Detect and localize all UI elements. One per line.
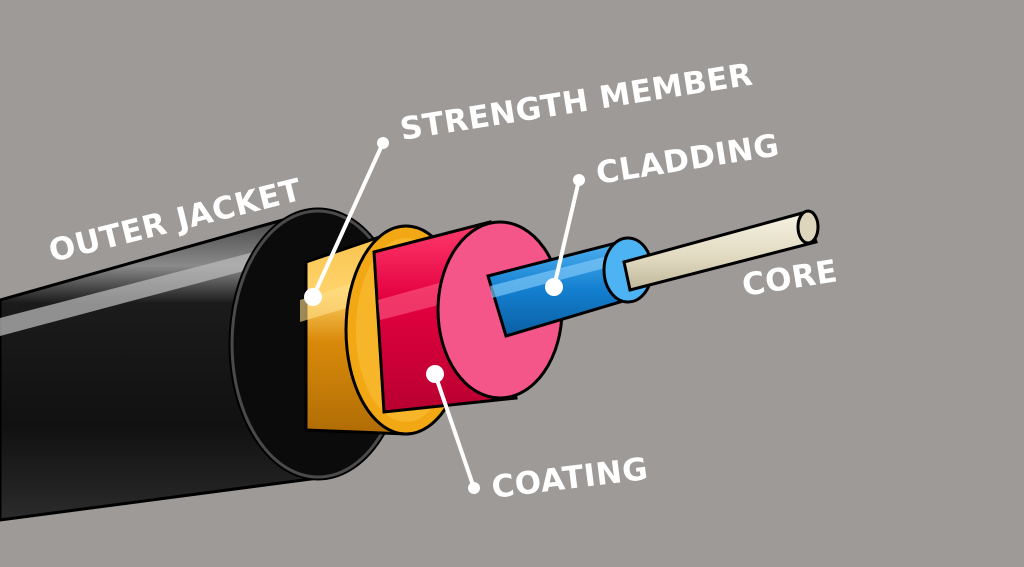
leader-line-coating bbox=[433, 372, 476, 490]
label-strength-member: STRENGTH MEMBER bbox=[398, 57, 756, 148]
dot-strength-member bbox=[304, 288, 322, 306]
leader-line-cladding bbox=[552, 178, 581, 289]
dot-coating bbox=[426, 365, 444, 383]
core-face bbox=[796, 209, 820, 245]
leader-dots bbox=[304, 137, 585, 494]
dot-strength-member-end bbox=[377, 137, 389, 149]
label-cladding: CLADDING bbox=[594, 127, 782, 191]
leader-line-strength-member bbox=[311, 141, 385, 299]
label-coating: COATING bbox=[490, 451, 651, 506]
dot-cladding bbox=[545, 278, 563, 296]
leader-lines bbox=[311, 141, 581, 490]
core bbox=[622, 209, 820, 292]
core-body bbox=[622, 210, 818, 292]
dot-coating-end bbox=[468, 482, 480, 494]
label-core: CORE bbox=[740, 253, 841, 304]
outer-jacket-highlight bbox=[0, 240, 300, 336]
dot-cladding-end bbox=[573, 174, 585, 186]
